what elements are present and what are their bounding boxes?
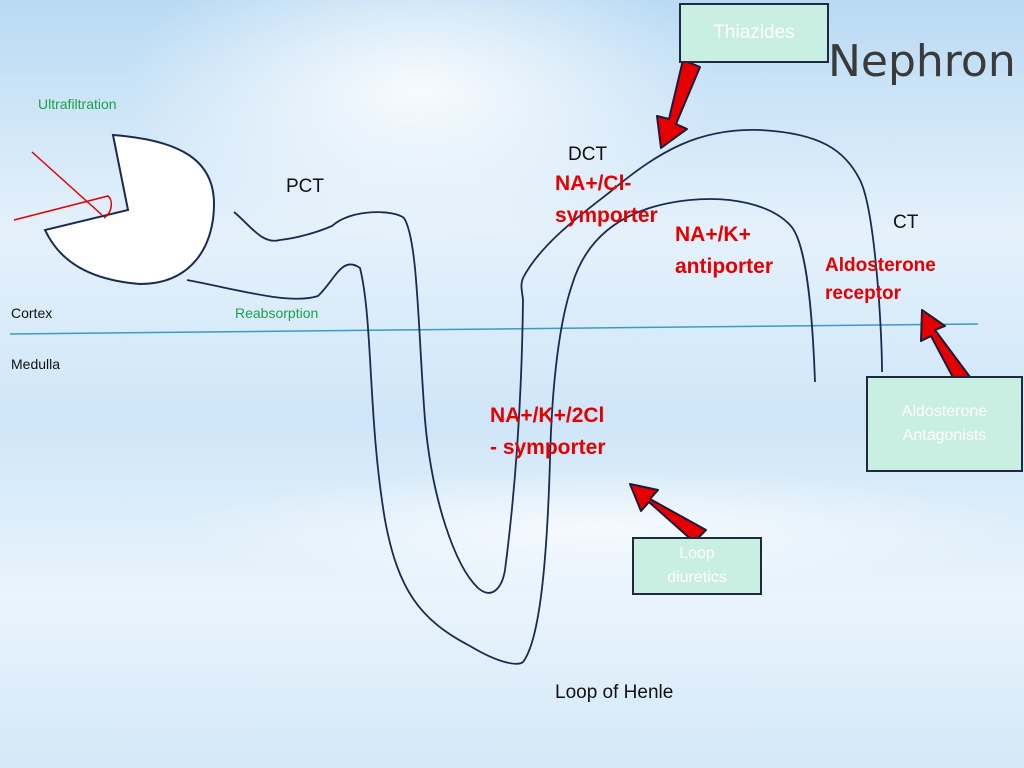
loop-of-henle-label: Loop of Henle xyxy=(555,682,674,703)
tubule-outer-wall xyxy=(186,198,816,665)
page-title: Nephron xyxy=(828,36,1016,87)
loop-diuretics-line1: Loop xyxy=(679,545,715,562)
aldosterone-antagonists-line1: Aldosterone xyxy=(901,403,988,420)
aldosterone-antagonists-line2: Antagonists xyxy=(902,427,987,444)
aldosterone-antagonists-arrow xyxy=(920,309,971,386)
ct-label: CT xyxy=(893,212,919,233)
loop-diuretics-box: Loop diuretics xyxy=(632,537,762,595)
aldosterone-receptor-line1: Aldosterone xyxy=(825,255,936,276)
nkcc-symporter-line1: NA+/K+/2Cl xyxy=(490,404,605,427)
na-cl-symporter-line2: symporter xyxy=(555,204,658,227)
bowmans-capsule xyxy=(43,133,216,286)
cortex-label: Cortex xyxy=(11,305,53,321)
na-cl-symporter-line1: NA+/Cl- xyxy=(555,172,632,195)
loop-diuretics-line2: diuretics xyxy=(667,569,727,586)
ultrafiltration-label: Ultrafiltration xyxy=(38,96,117,112)
tubule-inner-wall xyxy=(233,129,883,594)
cortex-medulla-divider xyxy=(9,323,979,335)
na-k-antiporter-line2: antiporter xyxy=(675,255,774,278)
nkcc-symporter-label: NA+/K+/2Cl - symporter xyxy=(490,400,606,464)
afferent-arteriole xyxy=(31,151,103,216)
loop-diuretics-arrow xyxy=(629,483,707,543)
nkcc-symporter-line2: - symporter xyxy=(490,436,606,459)
aldosterone-receptor-label: Aldosterone receptor xyxy=(825,252,936,308)
aldosterone-receptor-line2: receptor xyxy=(825,283,902,304)
reabsorption-label: Reabsorption xyxy=(235,305,319,321)
thiazides-box-label: Thiazides xyxy=(713,21,795,43)
medulla-label: Medulla xyxy=(11,356,61,372)
thiazides-arrow xyxy=(656,59,701,149)
na-k-antiporter-line1: NA+/K+ xyxy=(675,223,751,246)
na-k-antiporter-label: NA+/K+ antiporter xyxy=(675,219,773,283)
pct-label: PCT xyxy=(286,176,324,197)
na-cl-symporter-label: NA+/Cl- symporter xyxy=(555,168,658,232)
thiazides-box: Thiazides xyxy=(679,3,829,63)
aldosterone-antagonists-box: Aldosterone Antagonists xyxy=(866,376,1023,472)
dct-label: DCT xyxy=(568,144,608,165)
efferent-arteriole xyxy=(13,195,113,221)
